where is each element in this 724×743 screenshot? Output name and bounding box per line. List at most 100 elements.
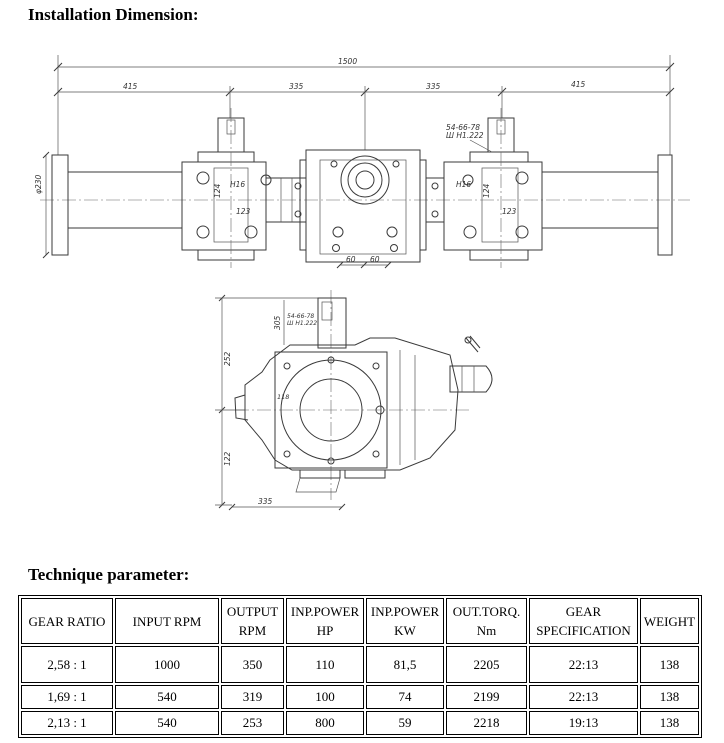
table-header-row: GEAR RATIO INPUT RPM OUTPUT RPM INP.POWE… [21, 598, 699, 644]
bolt-hole [462, 174, 474, 186]
housing-foot [344, 469, 386, 479]
header-input-rpm: INPUT RPM [115, 598, 219, 644]
side-part-number-line1: 54-66-78 [287, 313, 314, 320]
bolt-hole [372, 362, 380, 370]
cell-input-power-kw: 59 [366, 711, 444, 735]
header-unit: HP [316, 623, 334, 638]
input-shaft [355, 170, 375, 190]
cell-input-power-hp: 110 [286, 646, 364, 683]
bolt-hole [372, 450, 380, 458]
flange-diameter-label: φ230 [34, 175, 43, 194]
bolt-hole [431, 182, 439, 190]
cell-output-rpm: 350 [221, 646, 284, 683]
side-output-stub: 54-66-78 Ш Н1.222 [287, 297, 347, 349]
header-weight: WEIGHT [640, 598, 699, 644]
base-width-label: 335 [258, 497, 273, 506]
bolt-hole [244, 225, 258, 239]
side-housing: 118 [234, 337, 459, 493]
width-left-label: 123 [236, 207, 251, 216]
housing-bore-inner [299, 378, 363, 442]
left-gearbox: H16 124 123 [181, 108, 272, 268]
bolt-hole [332, 244, 340, 252]
side-input-shaft [449, 335, 493, 393]
output-stub [317, 297, 347, 349]
bolt-hole [294, 182, 302, 190]
width-right-label: 123 [502, 207, 517, 216]
left-bracket [234, 394, 249, 421]
input-flange-outer [340, 155, 390, 205]
center-side-flange [299, 159, 307, 251]
left-flange: φ230 [34, 151, 69, 259]
bolt-hole [294, 210, 302, 218]
gearbox-body [181, 161, 267, 251]
height-left-label: 124 [213, 183, 222, 198]
center-inner-plate [319, 159, 407, 255]
cell-output-rpm: 253 [221, 711, 284, 735]
center-side-flange [419, 159, 427, 251]
center-right-label: 60 [370, 255, 380, 264]
fit-left-label: H16 [230, 180, 245, 189]
header-text: SPECIFICATION [536, 623, 631, 638]
bolt-hole [515, 225, 529, 239]
lower-height-label: 122 [223, 451, 232, 466]
segment-center-left-label: 335 [289, 82, 304, 91]
segment-right-label: 415 [571, 80, 586, 89]
stub-keyway [321, 301, 333, 321]
cell-weight: 138 [640, 711, 699, 735]
flange-plate [51, 154, 69, 256]
bolt-hole [392, 160, 400, 168]
gearbox-top-plate [469, 151, 529, 163]
bolt-hole [431, 210, 439, 218]
header-text: INPUT RPM [132, 613, 202, 629]
cell-gear-specification: 22:13 [529, 646, 638, 683]
bolt-hole [327, 356, 335, 364]
bolt-hole [283, 450, 291, 458]
top-view: 1500 415 335 335 415 φ230 H16 [34, 55, 690, 269]
header-unit: Nm [476, 623, 497, 638]
center-left-label: 60 [346, 255, 356, 264]
part-number-line2: Ш Н1.222 [446, 131, 484, 140]
bolt-hole [327, 457, 335, 465]
side-part-number-line2: Ш Н1.222 [287, 320, 317, 327]
cell-weight: 138 [640, 646, 699, 683]
bolt-hole [463, 225, 477, 239]
header-text: OUTPUT [226, 604, 279, 619]
breather-plug [465, 335, 481, 353]
cell-output-torque: 2218 [446, 711, 527, 735]
technique-parameter-table: GEAR RATIO INPUT RPM OUTPUT RPM INP.POWE… [18, 595, 702, 738]
side-view: 252 122 305 335 54-66-78 Ш Н1.222 [215, 290, 493, 511]
header-output-rpm: OUTPUT RPM [221, 598, 284, 644]
header-text: INP.POWER [290, 604, 360, 619]
right-gearbox: H16 124 123 54-66-78 Ш Н1.222 [443, 108, 543, 268]
cell-gear-specification: 22:13 [529, 685, 638, 709]
gearbox-core [481, 167, 519, 243]
overall-length-label: 1500 [338, 57, 357, 66]
foot-detail [295, 477, 341, 493]
right-flange [657, 154, 673, 256]
flange-diameter-ticks [42, 151, 50, 259]
bottom-dimension-ticks [228, 503, 346, 511]
height-right-label: 124 [482, 183, 491, 198]
center-gearbox-body [305, 149, 421, 263]
header-text: GEAR [565, 604, 602, 619]
cell-input-power-hp: 800 [286, 711, 364, 735]
center-dimension-ticks [336, 261, 392, 269]
gearbox-top-plate [197, 151, 255, 163]
technique-parameter-heading: Technique parameter: [28, 565, 190, 584]
cell-input-rpm: 1000 [115, 646, 219, 683]
segment-left-label: 415 [123, 82, 138, 91]
bolt-hole [330, 160, 338, 168]
cell-input-power-kw: 74 [366, 685, 444, 709]
cell-output-rpm: 319 [221, 685, 284, 709]
bolt-hole [375, 405, 385, 415]
header-output-torque: OUT.TORQ. Nm [446, 598, 527, 644]
cell-input-power-kw: 81,5 [366, 646, 444, 683]
header-unit: KW [394, 623, 416, 638]
bolt-hole [196, 171, 210, 185]
input-shaft [449, 365, 493, 393]
bolt-hole [386, 226, 398, 238]
cell-output-torque: 2205 [446, 646, 527, 683]
header-unit: RPM [238, 623, 267, 638]
header-input-power-kw: INP.POWER KW [366, 598, 444, 644]
housing-front-plate [274, 351, 388, 469]
